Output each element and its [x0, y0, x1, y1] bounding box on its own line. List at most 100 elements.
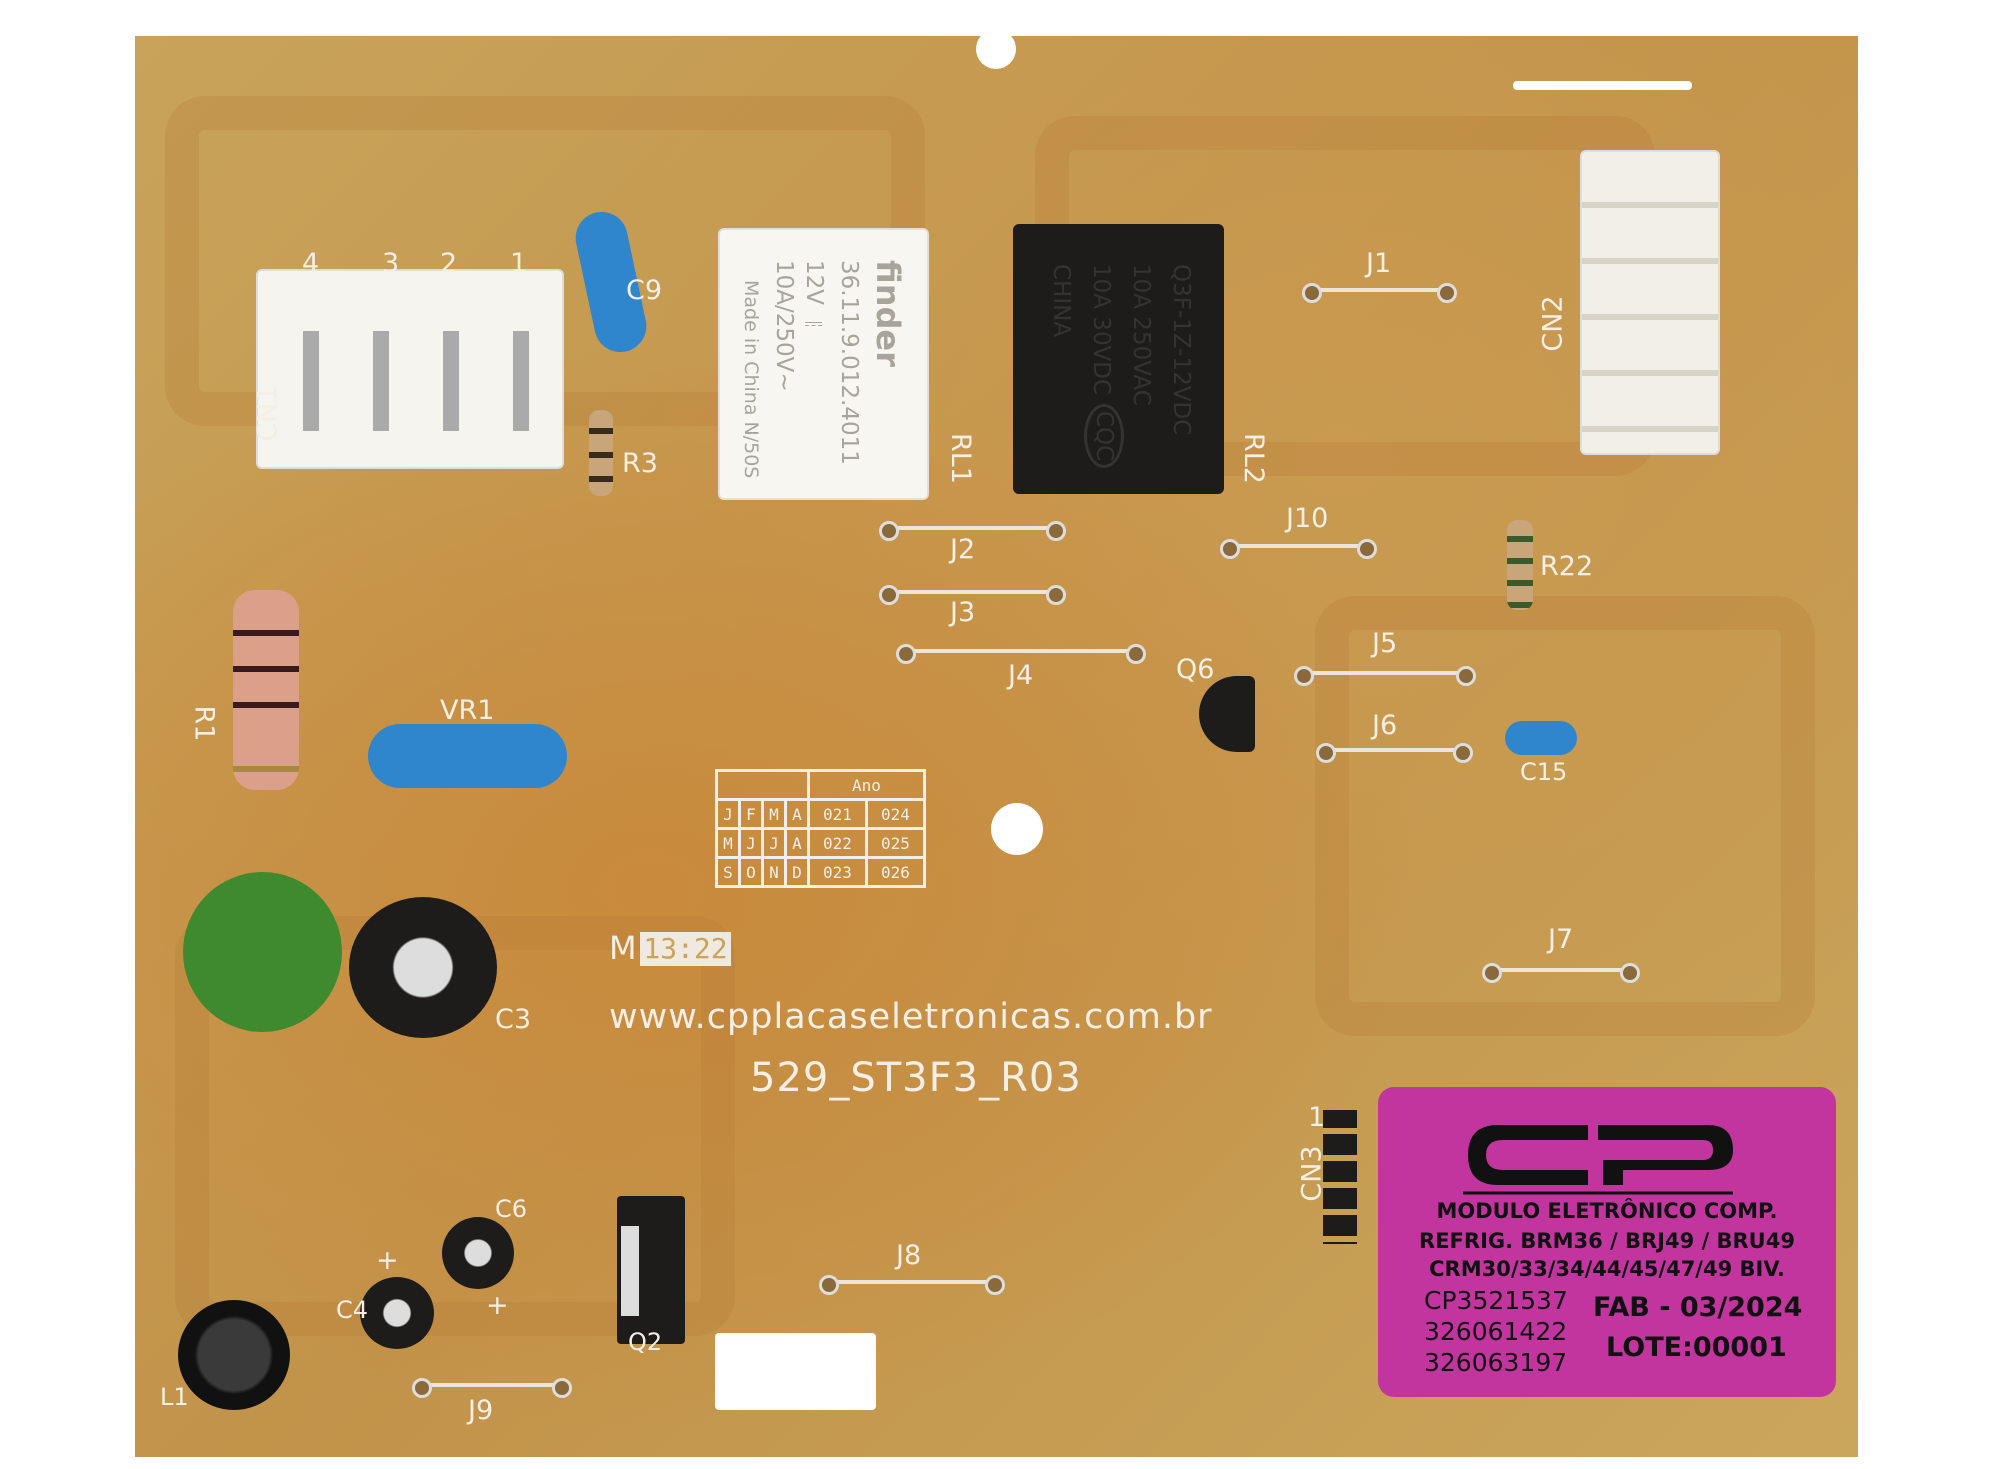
website-url: www.cpplacaseletronicas.com.br	[609, 997, 1213, 1037]
resistor-r3	[589, 410, 613, 496]
label-line: MODULO ELETRÔNICO COMP.	[1436, 1199, 1778, 1223]
relay-part: 36.11.9.012.4011	[836, 260, 862, 465]
label-cn3: CN3	[1296, 1145, 1328, 1202]
label-j7: J7	[1548, 924, 1574, 955]
pin-label: 2	[440, 248, 458, 279]
green-disk	[183, 872, 342, 1032]
label-fab: FAB - 03/2024	[1593, 1292, 1803, 1323]
date-table-cell: 025	[864, 827, 927, 859]
date-table-cell: J	[760, 827, 787, 859]
date-prefix: M	[609, 929, 637, 967]
jumper-j8	[819, 1275, 1005, 1295]
relay-origin: Made in China N/50S	[740, 280, 762, 479]
date-table-cell: J	[715, 798, 741, 830]
regulator-q2	[617, 1196, 685, 1344]
relay-brand: finder	[869, 260, 907, 367]
date-table-cell: A	[783, 798, 810, 830]
label-j3: J3	[950, 597, 976, 628]
relay-rating: 10A/250V~	[771, 260, 797, 392]
label-j10: J10	[1286, 503, 1329, 534]
date-table-cell: F	[737, 798, 764, 830]
date-table-cell: N	[760, 856, 787, 888]
connector-pin	[513, 331, 529, 431]
label-c9: C9	[626, 275, 663, 306]
label-c3: C3	[495, 1004, 532, 1035]
label-r1: R1	[188, 705, 220, 742]
label-l1: L1	[160, 1383, 189, 1411]
board-code: 529_ST3F3_R03	[750, 1055, 1082, 1101]
date-table-cell: 026	[864, 856, 927, 888]
date-table-cell: A	[783, 827, 810, 859]
label-code: 326063197	[1424, 1348, 1568, 1377]
date-table-cell	[715, 769, 810, 801]
relay-origin: CHINA	[1048, 264, 1074, 338]
label-q6: Q6	[1176, 654, 1215, 685]
capacitor-c15	[1505, 721, 1577, 755]
label-r3: R3	[622, 448, 658, 479]
label-q2: Q2	[628, 1328, 663, 1356]
label-j6: J6	[1372, 710, 1398, 741]
copper-trace	[1315, 596, 1815, 1036]
capacitor-c6	[442, 1217, 514, 1289]
label-vr1: VR1	[440, 695, 495, 726]
date-table-cell: 024	[864, 798, 927, 830]
label-c6: C6	[495, 1195, 528, 1223]
mounting-hole	[991, 803, 1043, 855]
label-c4: C4	[336, 1296, 369, 1324]
resistor-r1	[233, 590, 299, 790]
date-table-header: Ano	[806, 769, 927, 801]
relay-rating: 10A 250VAC	[1128, 264, 1154, 406]
label-j9: J9	[468, 1395, 494, 1426]
date-table-cell: O	[737, 856, 764, 888]
blank-marking-area	[715, 1333, 876, 1410]
label-code: CP3521537	[1424, 1286, 1568, 1315]
resistor-r22	[1507, 520, 1533, 610]
jumper-j5	[1294, 666, 1476, 686]
pin-label: 4	[302, 248, 320, 279]
varistor-vr1	[368, 724, 567, 788]
product-label: MODULO ELETRÔNICO COMP. REFRIG. BRM36 / …	[1378, 1087, 1836, 1397]
label-j4: J4	[1008, 660, 1034, 691]
heatsink-tab	[621, 1226, 639, 1316]
relay-coil: 12V ⎓	[801, 260, 827, 336]
connector-pin	[373, 331, 389, 431]
label-codes: CP3521537 326061422 326063197	[1424, 1285, 1568, 1378]
label-cn1: CN1	[252, 385, 284, 442]
label-code: 326061422	[1424, 1317, 1568, 1346]
label-c15: C15	[1520, 758, 1568, 786]
label-rl2: RL2	[1237, 433, 1269, 484]
date-table-cell: 023	[806, 856, 868, 888]
date-table-cell: M	[760, 798, 787, 830]
jumper-j7	[1482, 963, 1640, 983]
date-table-cell: D	[783, 856, 810, 888]
label-j1: J1	[1366, 248, 1392, 279]
pin-label: 3	[382, 248, 400, 279]
polarity-mark: +	[486, 1290, 509, 1321]
connector-cn2	[1580, 150, 1720, 455]
date-table-cell: 021	[806, 798, 868, 830]
pin-label: 1	[510, 248, 528, 279]
date-table-cell: S	[715, 856, 741, 888]
capacitor-c3	[349, 897, 497, 1038]
relay-part: Q3F-1Z-12VDC	[1168, 264, 1194, 436]
jumper-j9	[412, 1378, 572, 1398]
transistor-q6	[1199, 676, 1255, 752]
connector-pin	[443, 331, 459, 431]
date-table-cell: J	[737, 827, 764, 859]
mounting-hole	[976, 29, 1016, 69]
jumper-j6	[1316, 743, 1473, 763]
relay-rl2: Q3F-1Z-12VDC 10A 250VAC 10A 30VDC CHINA …	[1013, 224, 1224, 494]
relay-cert: CQC	[1084, 404, 1124, 469]
jumper-j2	[879, 521, 1066, 541]
capacitor-c4	[360, 1277, 434, 1349]
label-r22: R22	[1540, 551, 1594, 582]
header-cn3	[1323, 1110, 1357, 1244]
pin1-label: 1	[1308, 1102, 1326, 1133]
date-table-cell: M	[715, 827, 741, 859]
label-line: REFRIG. BRM36 / BRJ49 / BRU49	[1419, 1229, 1795, 1253]
label-j2: J2	[950, 534, 976, 565]
date-code: 13:22	[640, 932, 731, 966]
label-lote: LOTE:00001	[1606, 1332, 1787, 1363]
label-cn2: CN2	[1537, 295, 1569, 352]
